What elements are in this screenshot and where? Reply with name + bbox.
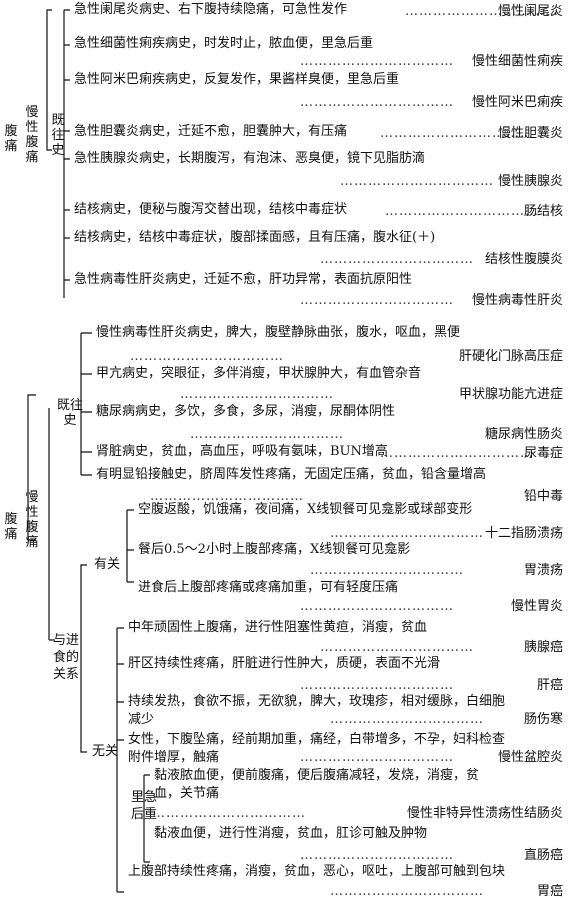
p2-tenesmus-1-text-cont: 血，关节痛: [154, 786, 220, 801]
leader-dots: ……………………………: [190, 427, 344, 442]
node-past-history-2: 既往史: [56, 398, 84, 428]
p2-history-1-text: 慢性病毒性肝炎病史，脾大，腹壁静脉曲张，腹水，呕血，黑便: [96, 325, 461, 340]
p1-item-6-text: 结核病史，便秘与腹泻交替出现，结核中毒症状: [74, 202, 348, 217]
p2-history-1-result: 肝硬化门脉高压症: [458, 349, 563, 364]
leader-dots: ……………………………: [320, 252, 474, 267]
p1-item-8-result: 慢性病毒性肝炎: [471, 293, 563, 308]
p1-item-3-result: 慢性阿米巴痢疾: [471, 95, 563, 110]
leader-dots: ……………………………: [150, 489, 304, 504]
node-related: 有关: [94, 557, 121, 572]
p2-unrelated-4-text: 女性，下腹坠痛，经前期加重，痛经，白带增多，不孕，妇科检查: [128, 732, 506, 747]
p2-history-3-result: 糖尿病性肠炎: [484, 427, 563, 442]
leader-dots: ……………………………: [405, 4, 559, 19]
node-tenesmus: 里急后重: [130, 790, 157, 822]
leader-dots: ……………………………: [385, 204, 539, 219]
leader-dots: ……………………………: [300, 599, 454, 614]
p2-related-2-text: 餐后0.5～2小时上腹部疼痛，X线钡餐可见龛影: [138, 542, 411, 557]
p2-history-2-text: 甲亢病史，突眼征，多伴消瘦，甲状腺肿大，有血管杂音: [96, 366, 422, 381]
node-unrelated: 无关: [92, 744, 119, 759]
p2-unrelated-1-text: 中年顽固性上腹痛，进行性阻塞性黄疸，消瘦，贫血: [128, 620, 428, 635]
p1-item-7-text: 结核病史，结核中毒症状，腹部揉面感，且有压痛，腹水征(＋): [74, 230, 436, 245]
p2-related-3-result: 慢性胃炎: [510, 599, 563, 614]
leader-dots: ……………………………: [300, 95, 454, 110]
p1-item-5-text: 急性胰腺炎病史，长期腹泻，有泡沫、恶臭便，镜下见脂肪滴: [74, 151, 426, 166]
root-abdominal-pain-2: 腹痛: [4, 512, 18, 542]
p1-item-3-text: 急性阿米巴痢疾病史，反复发作，果酱样臭便，里急后重: [74, 72, 400, 87]
p2-unrelated-3-result: 肠伤寒: [523, 712, 563, 727]
p1-item-4-result: 慢性胆囊炎: [497, 126, 563, 141]
leader-dots: ……………………………: [152, 806, 306, 821]
p2-related-1-text: 空腹返酸，饥饿痛，夜间痛，X线钡餐可见龛影或球部变形: [138, 502, 473, 517]
p2-history-3-text: 糖尿病病史，多饮，多食，多尿，消瘦，尿酮体阴性: [96, 404, 396, 419]
leader-dots: ……………………………: [320, 640, 474, 655]
p2-history-5-text: 有明显铅接触史，脐周阵发性疼痛，无固定压痛，贫血，铅含量增高: [96, 467, 487, 482]
p2-tenesmus-1-text: 黏液脓血便，便前腹痛，便后腹痛减轻，发烧，消瘦，贫: [154, 768, 480, 783]
p1-item-4-text: 急性胆囊炎病史，迁延不愈，胆囊肿大，有压痛: [74, 124, 348, 139]
p2-tenesmus-2-result: 直肠癌: [523, 848, 563, 863]
p2-unrelated-2-result: 肝癌: [536, 678, 563, 693]
root-abdominal-pain-1: 腹痛: [4, 124, 18, 154]
past-history-label: 既往史: [56, 398, 83, 428]
leader-dots: ……………………………: [340, 174, 494, 189]
p2-tenesmus-2-text: 黏液血便，进行性消瘦，贫血，肛诊可触及肿物: [154, 826, 428, 841]
leader-dots: ……………………………: [310, 563, 464, 578]
p1-item-8-text: 急性病毒性肝炎病史，迁延不愈，肝功异常，表面抗原阳性: [74, 272, 413, 287]
p2-unrelated-2-text: 肝区持续性疼痛，肝脏进行性肿大，质硬，表面不光滑: [128, 656, 441, 671]
p1-item-2-result: 慢性细菌性痢疾: [471, 54, 563, 69]
p2-related-1-result: 十二指肠溃疡: [484, 526, 563, 541]
p2-related-3-text: 进食后上腹部疼痛或疼痛加重，可有轻度压痛: [138, 580, 399, 595]
p2-related-2-result: 胃溃疡: [523, 563, 563, 578]
p1-item-7-result: 结核性腹膜炎: [484, 252, 563, 267]
node-chronic-abdominal-pain-1: 慢性腹痛: [25, 105, 39, 165]
leader-dots: ……………………………: [300, 750, 454, 765]
p2-history-4-result: 尿毒症: [523, 446, 563, 461]
leader-dots: ……………………………: [300, 678, 454, 693]
leader-dots: ……………………………: [330, 884, 484, 899]
p1-item-1-result: 慢性阑尾炎: [497, 4, 563, 19]
p2-history-4-text: 肾脏病史，贫血，高血压，呼吸有氨味，BUN增高: [96, 444, 388, 459]
p2-unrelated-3-text-cont: 减少: [128, 712, 155, 727]
leader-dots: ……………………………: [130, 349, 284, 364]
p1-item-6-result: 肠结核: [523, 204, 563, 219]
p2-unrelated-1-result: 胰腺癌: [523, 640, 563, 655]
node-relation-to-food: 与进食的关系: [52, 633, 79, 682]
leader-dots: ……………………………: [300, 293, 454, 308]
p1-item-5-result: 慢性胰腺炎: [497, 174, 563, 189]
node-past-history-1: 既往史: [51, 113, 65, 158]
leader-dots: ……………………………: [330, 526, 484, 541]
p2-history-5-result: 铅中毒: [523, 489, 563, 504]
node-chronic-abdominal-pain-2: 慢性腹痛: [25, 490, 39, 550]
p2-unrelated-4-result: 慢性盆腔炎: [497, 750, 563, 765]
leader-dots: ……………………………: [180, 387, 334, 402]
leader-dots: ……………………………: [380, 126, 534, 141]
leader-dots: ……………………………: [300, 54, 454, 69]
leader-dots: ……………………………: [330, 712, 484, 727]
leader-dots: ……………………………: [300, 848, 454, 863]
p2-last-item-result: 胃癌: [536, 884, 563, 899]
p2-unrelated-4-text-cont: 附件增厚，触痛: [128, 750, 220, 765]
p1-item-1-text: 急性阑尾炎病史、右下腹持续隐痛，可急性发作: [74, 2, 348, 17]
p2-last-item-text: 上腹部持续性疼痛，消瘦，贫血，恶心，呕吐，上腹部可触到包块: [128, 864, 506, 879]
p2-history-2-result: 甲状腺功能亢进症: [458, 387, 563, 402]
leader-dots: ……………………………: [380, 446, 534, 461]
p2-unrelated-3-text: 持续发热，食欲不振，无欲貌，脾大，玫瑰疹，相对缓脉，白细胞: [128, 694, 506, 709]
p2-tenesmus-1-result: 慢性非特异性溃疡性结肠炎: [406, 806, 563, 821]
p1-item-2-text: 急性细菌性痢疾病史，时发时止，脓血便，里急后重: [74, 36, 374, 51]
